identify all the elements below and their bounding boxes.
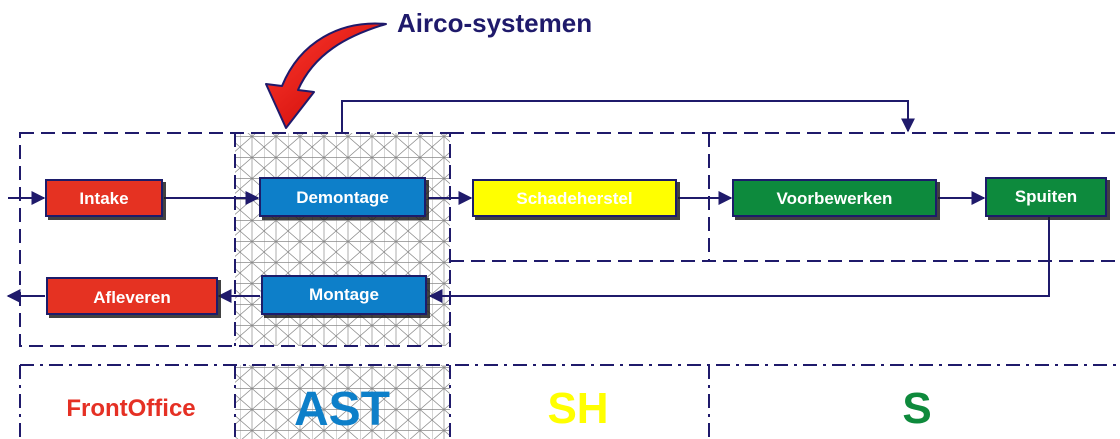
step-schadeherstel-label: Schadeherstel [516, 189, 632, 208]
step-intake-label: Intake [79, 189, 128, 208]
step-voorbewerken: Voorbewerken [732, 179, 937, 217]
annotation-label: Airco-systemen [397, 8, 592, 38]
flow-connectors [6, 100, 1050, 303]
ast-zone-pattern-bottom [235, 365, 450, 439]
zone-label-sh: SH [547, 384, 608, 433]
zone-label-frontoffice: FrontOffice [66, 395, 195, 422]
arrow-spuiten-montage [428, 216, 1050, 303]
step-montage: Montage [261, 275, 427, 315]
step-montage-label: Montage [309, 285, 379, 304]
step-spuiten-label: Spuiten [1015, 187, 1077, 206]
zone-borders-top [19, 132, 1120, 347]
step-intake: Intake [45, 179, 163, 217]
step-demontage: Demontage [259, 177, 426, 217]
zone-label-s: S [902, 384, 931, 433]
zone-borders-bottom [19, 364, 1120, 439]
zone-label-ast: AST [294, 383, 390, 436]
step-schadeherstel: Schadeherstel [472, 179, 677, 217]
arrow-bypass-top [341, 100, 915, 133]
step-demontage-label: Demontage [296, 188, 389, 207]
curved-red-arrow-icon [265, 22, 387, 129]
step-voorbewerken-label: Voorbewerken [777, 189, 893, 208]
step-afleveren: Afleveren [46, 277, 218, 315]
step-afleveren-label: Afleveren [93, 288, 170, 307]
step-spuiten: Spuiten [985, 177, 1107, 217]
